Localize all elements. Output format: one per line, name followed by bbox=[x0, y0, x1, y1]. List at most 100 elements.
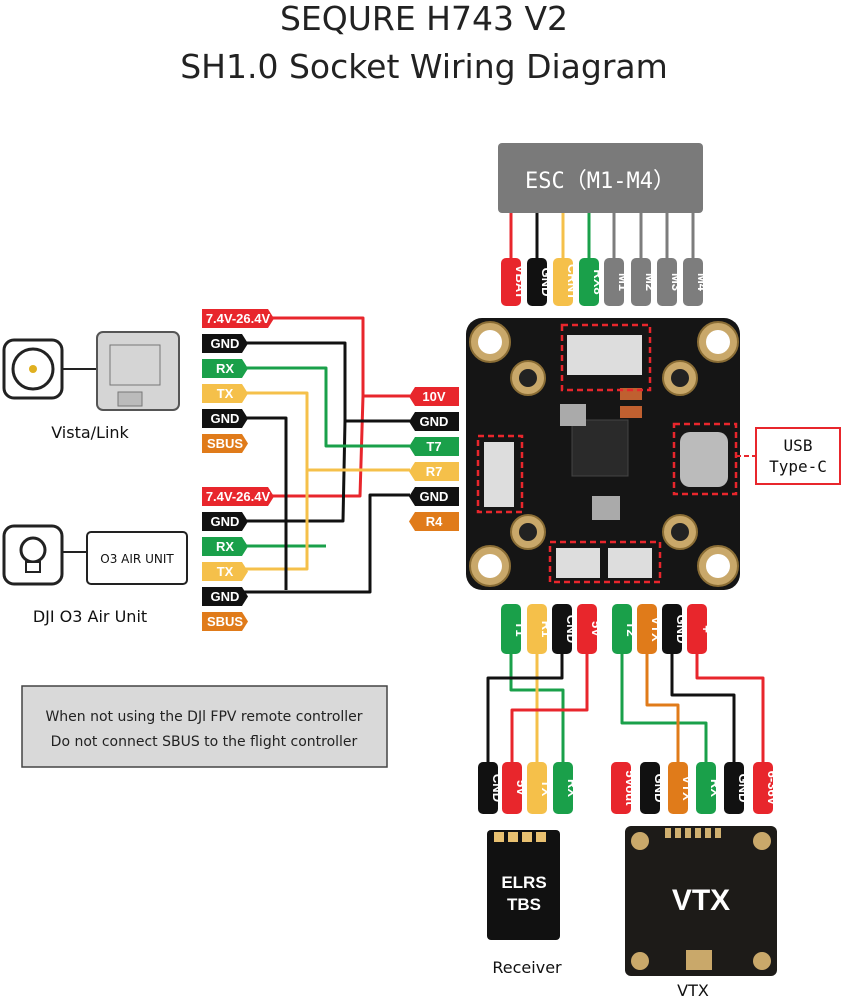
pin-tag-m2: M2 bbox=[631, 258, 658, 306]
receiver-text-elrs: ELRS bbox=[501, 873, 546, 892]
pin-tag-gnd: GND bbox=[640, 762, 667, 814]
vtx-image: VTX bbox=[625, 826, 777, 976]
pin-tag-vtx: VTX bbox=[637, 604, 664, 654]
pin-label: RX8 bbox=[591, 269, 606, 294]
pin-tag-7-4v-26-4v: 7.4V-26.4V bbox=[202, 487, 274, 506]
pin-tag-10v: 10V bbox=[409, 387, 459, 406]
pin-label: CND bbox=[490, 774, 505, 802]
pin-label: GND bbox=[539, 268, 554, 297]
pin-tag-rx: RX bbox=[202, 537, 248, 556]
pin-label: GND bbox=[420, 414, 449, 429]
pin-label: GND bbox=[652, 774, 667, 803]
wire bbox=[244, 416, 288, 590]
pin-tag-6-36v: 6-36V bbox=[753, 762, 780, 814]
pin-tag-t2: T2 bbox=[612, 604, 639, 654]
wires bbox=[240, 213, 765, 768]
pin-tag-m4: M4 bbox=[683, 258, 710, 306]
receiver-text-tbs: TBS bbox=[507, 895, 541, 914]
pin-tag-m1: M1 bbox=[604, 258, 631, 306]
pin-label: RX bbox=[216, 361, 234, 376]
note-line-1: When not using the DJl FPV remote contro… bbox=[45, 709, 362, 725]
title-line-2: SH1.0 Socket Wiring Diagram bbox=[180, 47, 668, 86]
pin-label: GND bbox=[211, 411, 240, 426]
pin-tag-tx: TX bbox=[202, 384, 248, 403]
pin-tag-gnd: GND bbox=[202, 512, 248, 531]
pin-label: T7 bbox=[426, 439, 441, 454]
pin-label: R4 bbox=[426, 514, 443, 529]
pin-label: 7.4V-26.4V bbox=[206, 489, 271, 504]
pin-tag-gnd: GND bbox=[409, 487, 459, 506]
wire bbox=[244, 493, 410, 594]
pin-label: T1 bbox=[513, 621, 528, 636]
pin-tag-r4: R4 bbox=[409, 512, 459, 531]
wire bbox=[510, 650, 589, 768]
pin-label: VTX bbox=[649, 616, 664, 642]
pin-label: VTX bbox=[680, 775, 695, 801]
pin-tag-gnd: GND bbox=[202, 409, 248, 428]
pin-label: GND bbox=[211, 589, 240, 604]
pin-label: R1 bbox=[539, 621, 554, 638]
flight-controller-board bbox=[466, 318, 740, 590]
pin-tag-gnd: GND bbox=[527, 258, 554, 306]
usb-type-c-label: USB Type-C bbox=[736, 427, 841, 485]
pin-tag-sbus: SBUS bbox=[202, 612, 248, 631]
pin-tag-t7: T7 bbox=[409, 437, 459, 456]
pin-label: 5V bbox=[514, 780, 529, 796]
wire bbox=[272, 395, 365, 498]
wire bbox=[240, 366, 410, 448]
pin-tag-tx: TX bbox=[527, 762, 554, 814]
pin-label: GND bbox=[211, 336, 240, 351]
pin-label: 5V bbox=[589, 621, 604, 637]
title-line-1: SEQURE H743 V2 bbox=[280, 0, 568, 38]
vtx-text: VTX bbox=[672, 884, 730, 917]
wire bbox=[645, 650, 680, 768]
wire bbox=[272, 316, 410, 398]
pin-label: GND bbox=[211, 514, 240, 529]
pin-label: RX bbox=[216, 539, 234, 554]
pin-tag-gnd: GND bbox=[724, 762, 751, 814]
pin-tag-r7: R7 bbox=[409, 462, 459, 481]
wire bbox=[244, 341, 410, 423]
wire bbox=[620, 650, 708, 768]
pin-label: SBUS bbox=[207, 436, 243, 451]
pin-tag-5v: 5V bbox=[577, 604, 604, 654]
pin-tag-gnd: GND bbox=[202, 587, 248, 606]
pin-tag-vbat: VBAT bbox=[501, 258, 528, 306]
pin-label: GND bbox=[736, 774, 751, 803]
pin-label: M1 bbox=[616, 273, 631, 291]
note-line-2: Do not connect SBUS to the flight contro… bbox=[51, 734, 358, 750]
pin-tag-crnt: CRNT bbox=[553, 258, 580, 306]
dji-o3-label: DJI O3 Air Unit bbox=[33, 607, 147, 626]
note-box: When not using the DJl FPV remote contro… bbox=[21, 685, 388, 768]
wire bbox=[244, 420, 347, 523]
pin-label: 6-36V bbox=[765, 771, 780, 806]
pin-tag-5vout: 5Vout bbox=[611, 762, 638, 814]
pin-tag-gnd: GND bbox=[662, 604, 689, 654]
pin-tag-tx: TX bbox=[202, 562, 248, 581]
receiver-label: Receiver bbox=[492, 958, 562, 977]
pin-tag-rx: RX bbox=[553, 762, 580, 814]
pin-label: M3 bbox=[669, 273, 684, 291]
vista-link-image bbox=[2, 331, 180, 411]
pin-tag-gnd: GND bbox=[202, 334, 248, 353]
pin-label: TX bbox=[217, 564, 234, 579]
pin-label: T2 bbox=[624, 621, 639, 636]
pin-label: CND bbox=[564, 615, 579, 643]
dji-o3-air-unit-image: O3 AIR UNIT bbox=[2, 524, 188, 586]
pin-tag-vtx: VTX bbox=[668, 762, 695, 814]
pin-label: GND bbox=[674, 615, 689, 644]
pin-tag-r1: R1 bbox=[527, 604, 554, 654]
pin-tag-t1: T1 bbox=[501, 604, 528, 654]
pin-label: TX bbox=[539, 780, 554, 797]
pin-tag-rx: RX bbox=[202, 359, 248, 378]
pin-label: 5Vout bbox=[623, 770, 638, 806]
usb-label-line-1: USB bbox=[784, 436, 813, 455]
pin-label: RX bbox=[565, 779, 580, 797]
pin-label: TX bbox=[217, 386, 234, 401]
pin-tag-+: + bbox=[687, 604, 714, 654]
pin-label: R7 bbox=[426, 464, 443, 479]
wire bbox=[670, 650, 736, 768]
pin-tag-rx8: RX8 bbox=[579, 258, 606, 306]
